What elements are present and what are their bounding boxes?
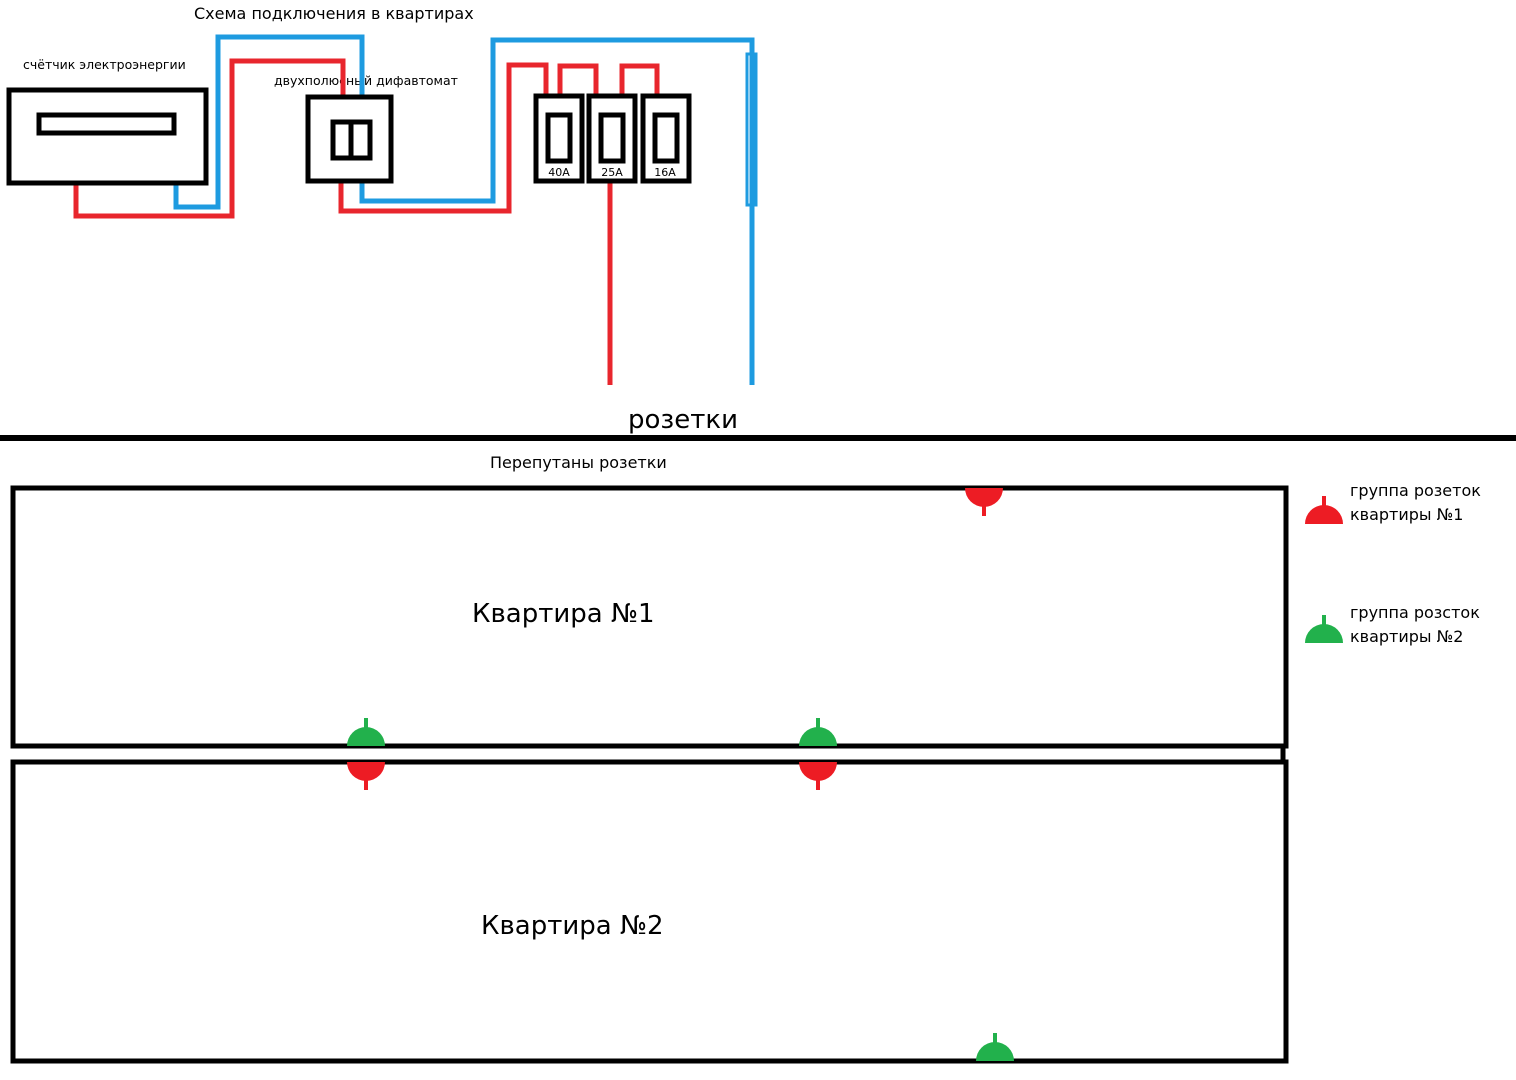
scheme-title: Схема подключения в квартирах (194, 4, 474, 23)
apartment-1-title: Квартира №1 (472, 599, 655, 629)
apartment-2-outline (10, 759, 1289, 1064)
apartment-1-outline (10, 485, 1289, 749)
rcbo-label: двухполюсный дифавтомат (274, 73, 458, 88)
legend-label: группа розсток (1350, 603, 1480, 622)
breaker-25a: 25A (586, 93, 638, 184)
phase-jumper-2 (619, 63, 660, 97)
legend-socket-icon (1305, 615, 1343, 643)
phase-wires (73, 58, 660, 385)
section-divider (0, 435, 1516, 441)
phase-jumper-1 (557, 63, 599, 97)
legend-label: квартиры №1 (1350, 505, 1463, 524)
breaker-toggle (598, 112, 626, 164)
legend: группа розеток квартиры №1 группа розсто… (1305, 481, 1481, 646)
neutral-wires (173, 34, 755, 385)
breaker-rating: 40A (548, 166, 570, 179)
meter-label: счётчик электроэнергии (23, 57, 186, 72)
neutral-bus-bar (745, 52, 758, 207)
sockets-label: розетки (628, 405, 738, 435)
phase-wire-rcbo-to-breakers (338, 62, 549, 214)
legend-socket-icon (1305, 496, 1343, 524)
breaker-40a: 40A (533, 93, 585, 184)
rcbo (305, 94, 394, 184)
breaker-rating: 25A (601, 166, 623, 179)
breaker-toggle (652, 112, 680, 164)
breaker-16a: 16A (640, 93, 692, 184)
breaker-toggle (545, 112, 573, 164)
apartment-2-title: Квартира №2 (481, 911, 664, 941)
legend-label: квартиры №2 (1350, 627, 1463, 646)
energy-meter (6, 87, 209, 186)
breaker-rating: 16A (654, 166, 676, 179)
neutral-wire-meter-to-rcbo (173, 34, 365, 210)
phase-wire-meter-to-rcbo (73, 58, 346, 219)
neutral-wire-rcbo-to-sockets (359, 37, 755, 385)
legend-label: группа розеток (1350, 481, 1481, 500)
meter-display (36, 112, 177, 136)
section-title: Перепутаны розетки (490, 453, 667, 472)
